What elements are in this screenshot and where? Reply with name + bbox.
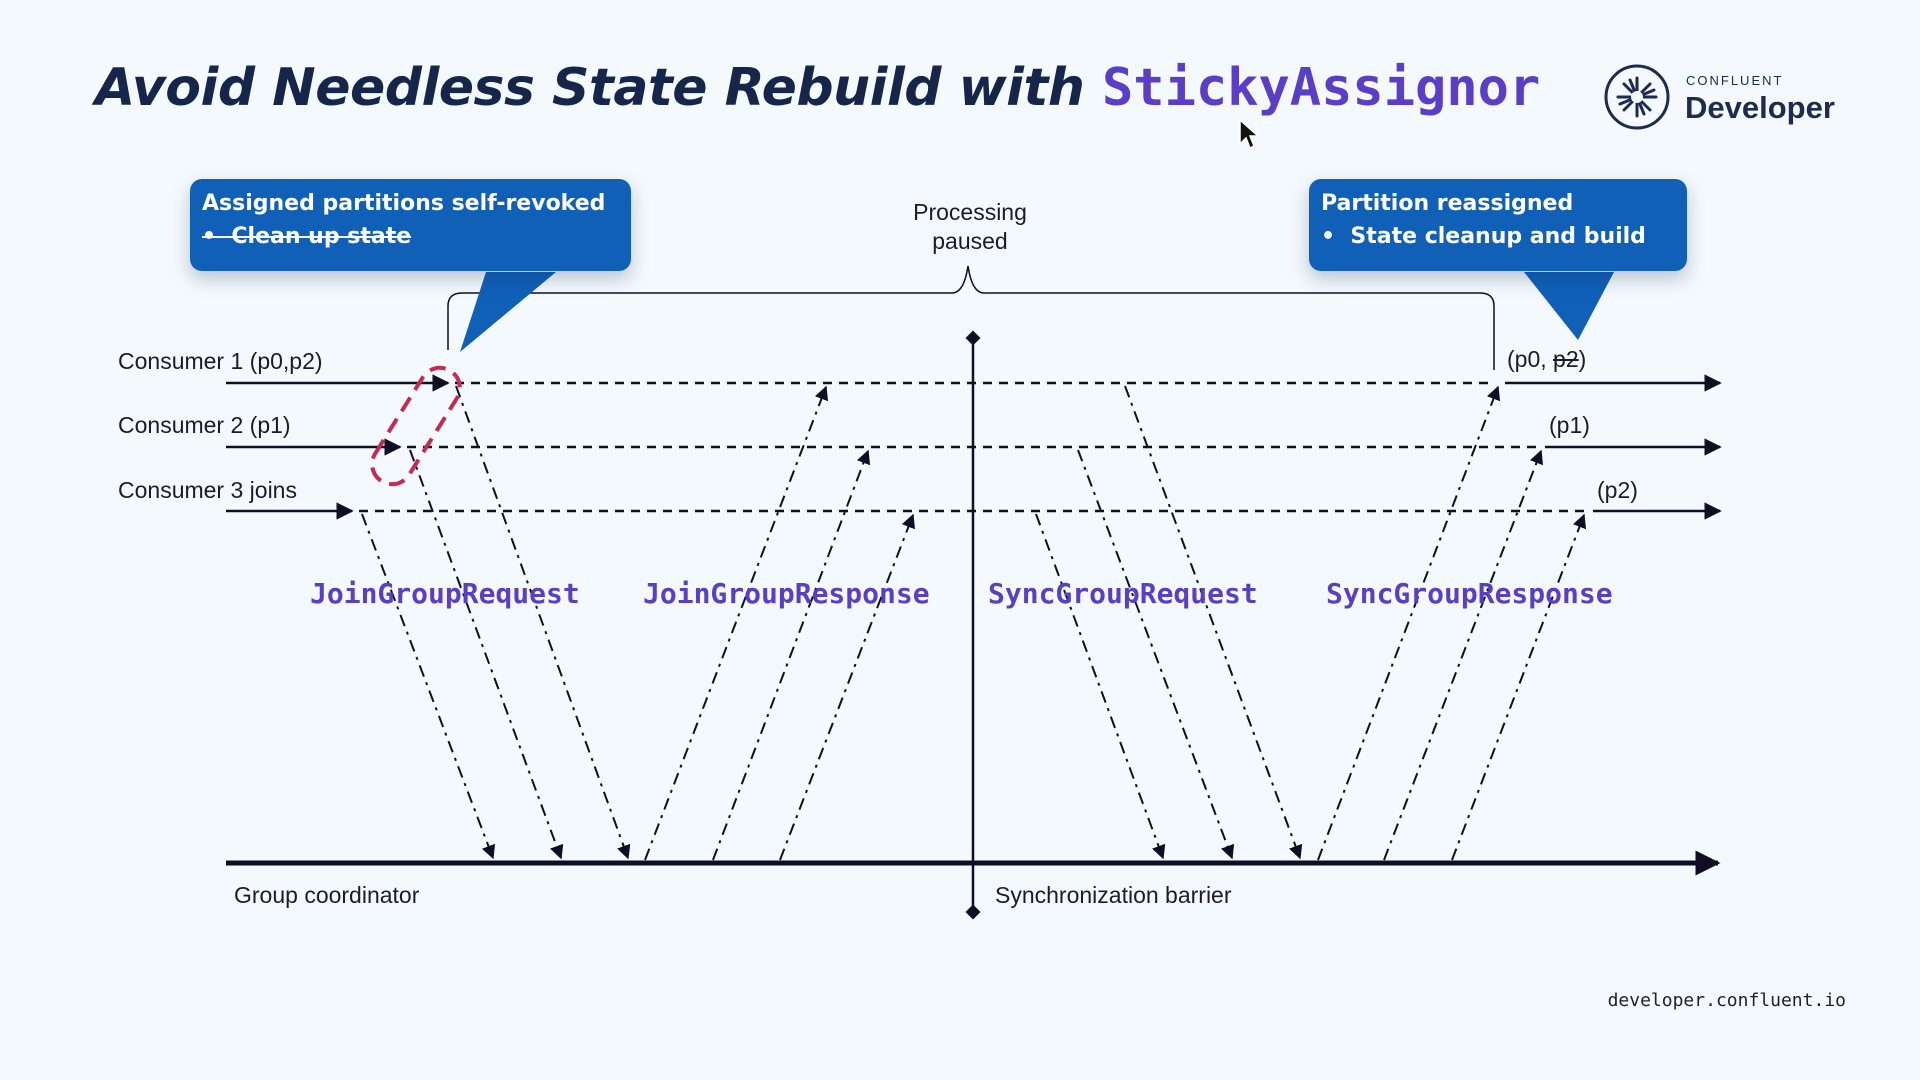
processing-paused-line1: Processing bbox=[913, 199, 1027, 225]
consumer-1-label: Consumer 1 (p0,p2) bbox=[118, 348, 323, 374]
join-group-response-label: JoinGroupResponse bbox=[643, 577, 930, 610]
processing-paused-brace bbox=[447, 265, 1495, 370]
partition-reassigned-title: Partition reassigned bbox=[1321, 191, 1574, 216]
self-revoked-item: • Clean up state bbox=[202, 224, 412, 249]
consumer-2-final-assignment: (p1) bbox=[1549, 412, 1590, 438]
consumer-3-label: Consumer 3 joins bbox=[118, 477, 297, 503]
partition-reassigned-callout: Partition reassigned • State cleanup and… bbox=[1309, 179, 1687, 271]
right-callout-pointer bbox=[1524, 272, 1614, 340]
consumer-2-label: Consumer 2 (p1) bbox=[118, 412, 291, 438]
partition-reassigned-item: • State cleanup and build bbox=[1321, 224, 1646, 249]
consumer-1-final-start: (p0, bbox=[1507, 346, 1554, 372]
revocation-highlight bbox=[370, 365, 462, 487]
consumer-1-final-end: ) bbox=[1578, 346, 1587, 372]
title-text: Avoid Needless State Rebuild with bbox=[95, 58, 1102, 118]
synchronization-barrier-label: Synchronization barrier bbox=[995, 882, 1232, 908]
consumer-3-final-assignment: (p2) bbox=[1597, 477, 1638, 503]
confluent-developer-logo: CONFLUENT Developer bbox=[1604, 64, 1854, 136]
footer-url: developer.confluent.io bbox=[1607, 990, 1846, 1011]
partition-reassigned-item-text: State cleanup and build bbox=[1350, 224, 1646, 249]
processing-paused-line2: paused bbox=[932, 228, 1008, 254]
self-revoked-item-text: Clean up state bbox=[231, 224, 412, 249]
sync-group-request-label: SyncGroupRequest bbox=[988, 577, 1258, 610]
join-group-request-arrows bbox=[361, 385, 631, 860]
group-coordinator-label: Group coordinator bbox=[234, 882, 420, 908]
consumer-1-final-struck: p2 bbox=[1553, 346, 1579, 372]
self-revoked-callout: Assigned partitions self-revoked • Clean… bbox=[190, 179, 631, 271]
left-callout-pointer bbox=[460, 272, 556, 352]
logo-brand: CONFLUENT bbox=[1686, 73, 1784, 88]
title-code: StickyAssignor bbox=[1101, 58, 1541, 118]
mouse-cursor-icon bbox=[1239, 118, 1260, 150]
sync-group-response-label: SyncGroupResponse bbox=[1326, 577, 1613, 610]
join-group-request-label: JoinGroupRequest bbox=[310, 577, 580, 610]
logo-product: Developer bbox=[1685, 90, 1835, 125]
sync-group-request-arrows bbox=[1035, 385, 1303, 860]
sync-group-response-arrows bbox=[1317, 385, 1587, 861]
consumer-1-final-assignment: (p0, p2) bbox=[1507, 346, 1586, 373]
processing-paused-label: Processing paused bbox=[890, 198, 1050, 256]
self-revoked-title: Assigned partitions self-revoked bbox=[202, 191, 606, 216]
confluent-starburst-icon bbox=[1604, 64, 1670, 130]
join-group-response-arrows bbox=[644, 385, 915, 861]
page-title: Avoid Needless State Rebuild with Sticky… bbox=[95, 58, 1540, 118]
